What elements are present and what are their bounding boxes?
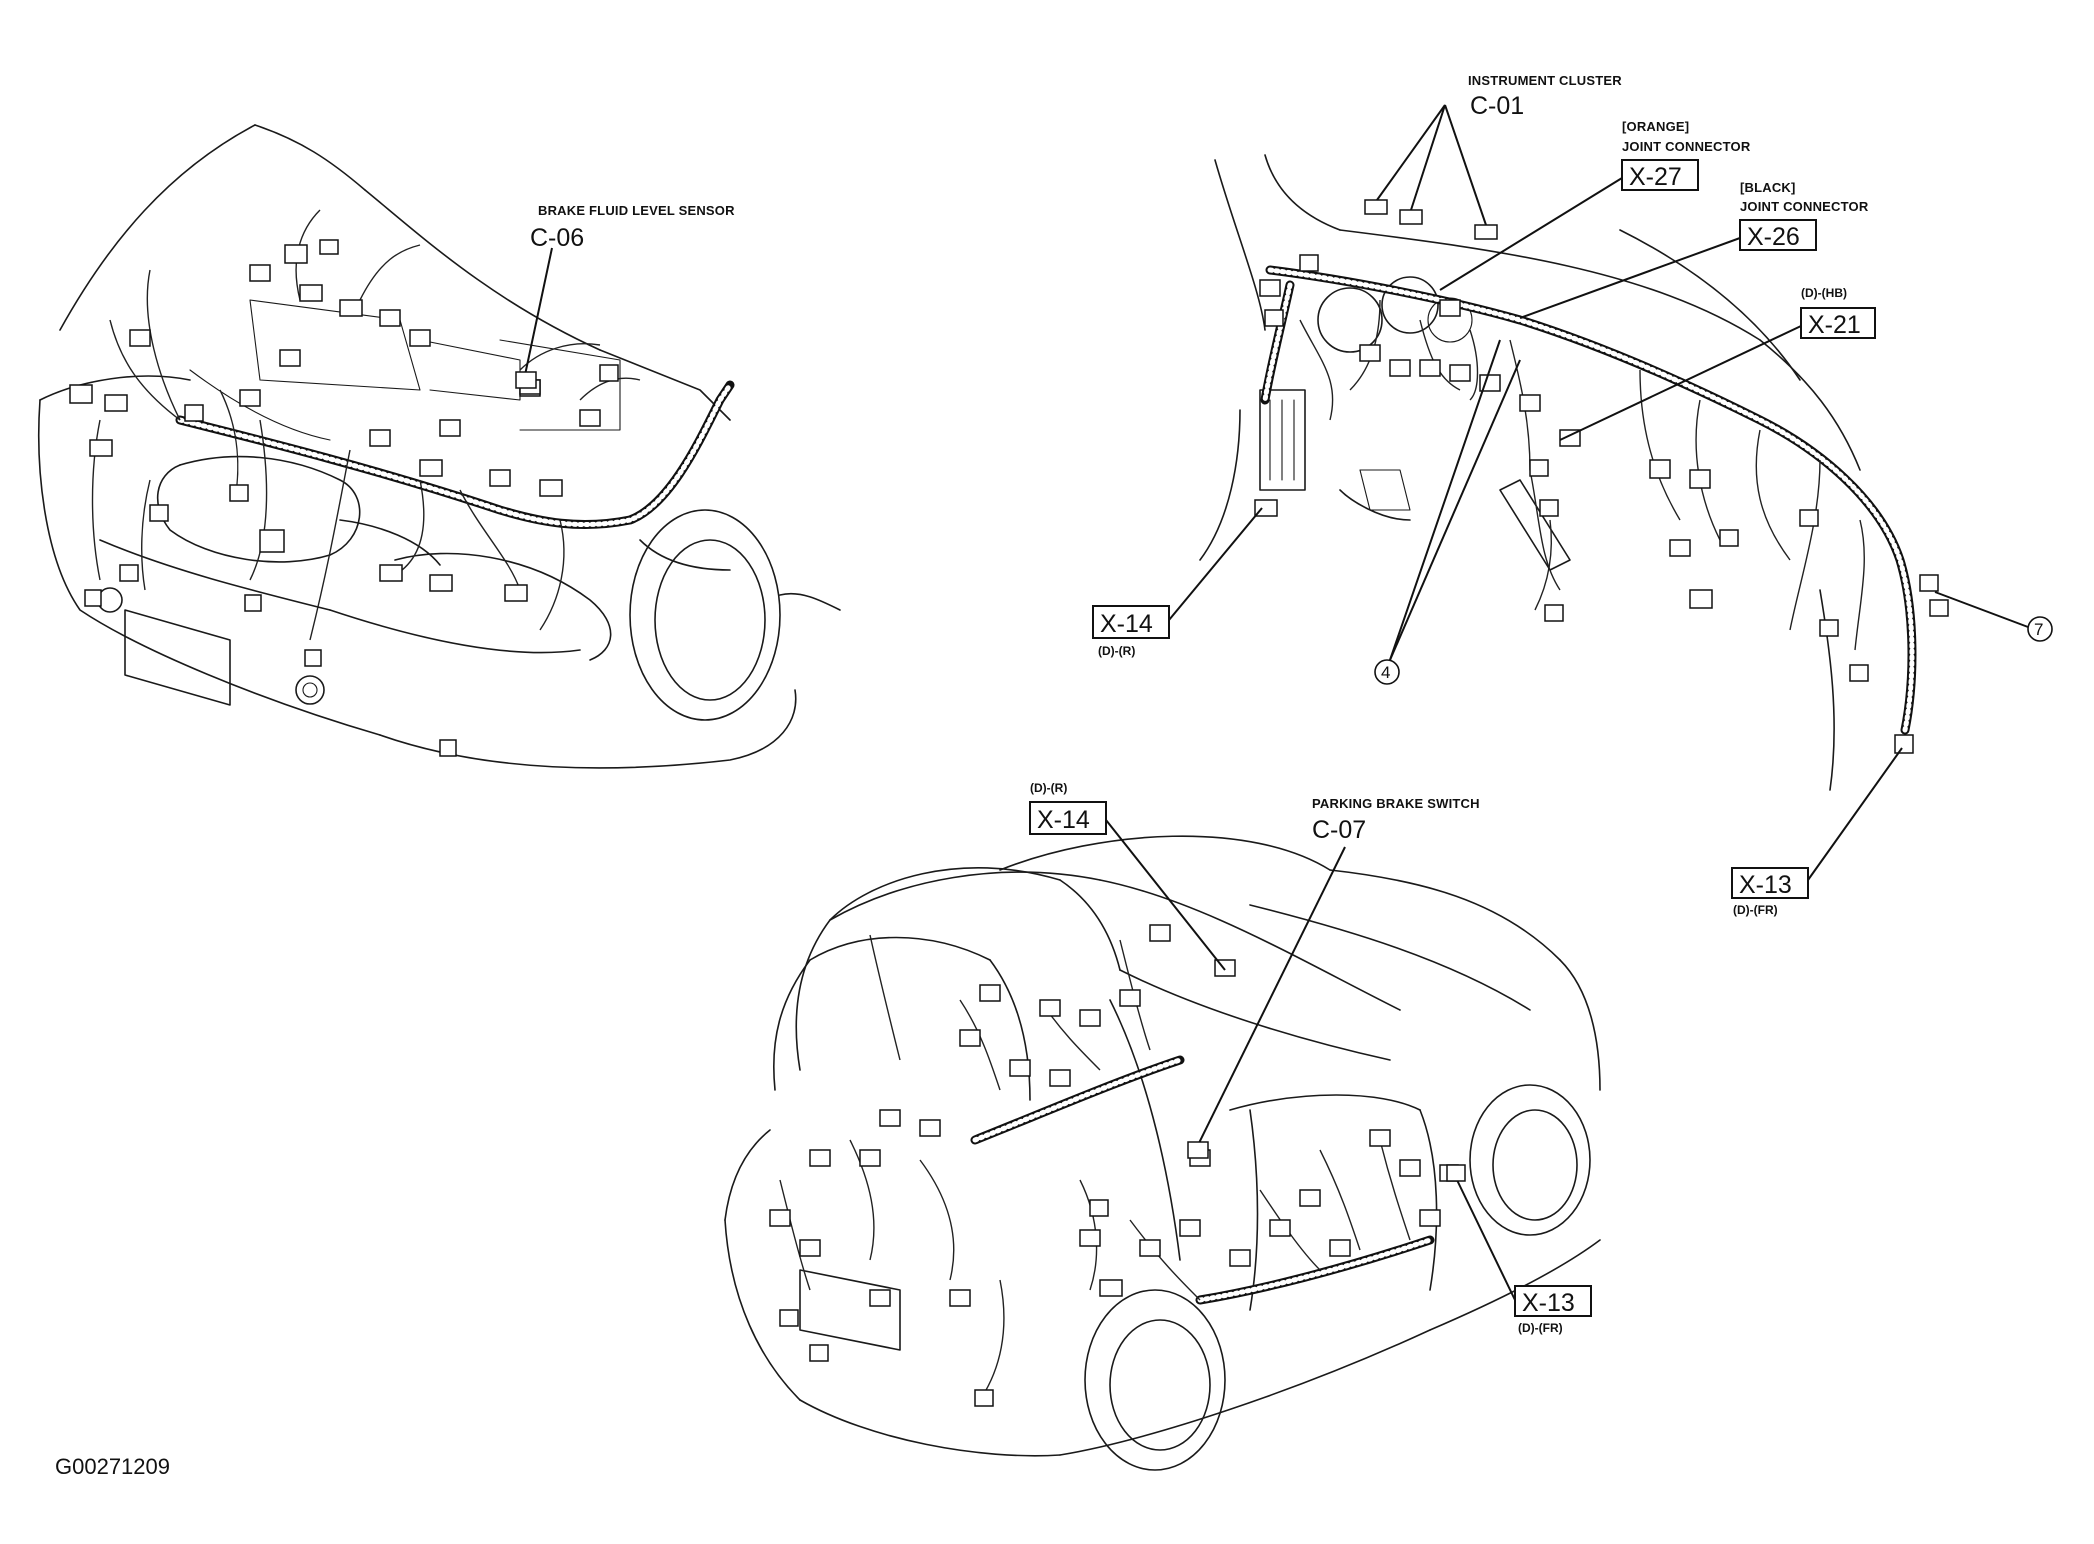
parking-brake-switch-code: C-07: [1312, 816, 1366, 844]
x27-code: X-27: [1629, 163, 1682, 191]
body-rear-view: (D)-(R) X-14 PARKING BRAKE SWITCH C-07 X…: [724, 781, 1601, 1471]
x21-code: X-21: [1808, 311, 1861, 339]
x27-box: [1621, 159, 1699, 191]
callout-4-circle: [1374, 659, 1400, 685]
x26-box: [1739, 219, 1817, 251]
x13-dash-sub-label: (D)-(FR): [1733, 903, 1778, 917]
brake-fluid-level-sensor-label: BRAKE FLUID LEVEL SENSOR: [538, 203, 735, 218]
black-color-label: [BLACK]: [1740, 180, 1796, 195]
x13-body-box: [1514, 1285, 1592, 1317]
x26-code: X-26: [1747, 223, 1800, 251]
x14-body-sub-label: (D)-(R): [1030, 781, 1067, 795]
engine-compartment-view: BRAKE FLUID LEVEL SENSOR C-06: [38, 124, 841, 769]
callout-7-text: 7: [2034, 620, 2043, 639]
x13-dash-code: X-13: [1739, 871, 1792, 899]
x14-dash-box: [1092, 605, 1170, 639]
orange-joint-connector-label: JOINT CONNECTOR: [1622, 139, 1751, 154]
callout-4-text: 4: [1381, 663, 1390, 682]
x21-sub-label: (D)-(HB): [1801, 286, 1847, 300]
parking-brake-switch-label: PARKING BRAKE SWITCH: [1312, 796, 1480, 811]
x14-body-box: [1029, 801, 1107, 835]
callout-7-circle: [2027, 616, 2053, 642]
black-joint-connector-label: JOINT CONNECTOR: [1740, 199, 1869, 214]
instrument-cluster-label: INSTRUMENT CLUSTER: [1468, 73, 1622, 88]
x13-body-sub-label: (D)-(FR): [1518, 1321, 1563, 1335]
orange-color-label: [ORANGE]: [1622, 119, 1689, 134]
dashboard-view: INSTRUMENT CLUSTER C-01 [ORANGE] JOINT C…: [1092, 73, 2053, 917]
x13-dash-box: [1731, 867, 1809, 899]
x21-box: [1800, 307, 1876, 339]
x14-body-code: X-14: [1037, 806, 1090, 834]
figure-id: G00271209: [55, 1454, 170, 1479]
x13-body-code: X-13: [1522, 1289, 1575, 1317]
brake-fluid-level-sensor-code: C-06: [530, 224, 584, 252]
x14-dash-sub-label: (D)-(R): [1098, 644, 1135, 658]
x14-dash-code: X-14: [1100, 610, 1153, 638]
instrument-cluster-code: C-01: [1470, 92, 1524, 120]
